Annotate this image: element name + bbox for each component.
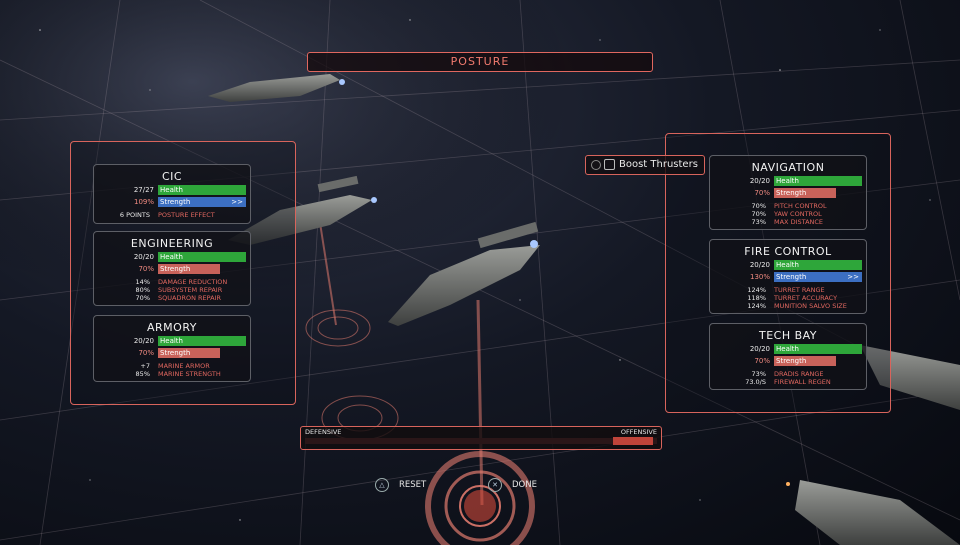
system-box-armory: ARMORY 20/20 Health 70% Strength +7 MARINE ARM… xyxy=(93,315,251,382)
done-button[interactable]: ✕ DONE xyxy=(488,478,558,492)
boost-arrows-icon: >> xyxy=(847,273,859,281)
health-bar: Health xyxy=(158,185,246,195)
slider-track[interactable] xyxy=(305,438,657,444)
effect-label: TURRET RANGE xyxy=(774,286,825,294)
system-title: NAVIGATION xyxy=(751,161,825,174)
health-label: Health xyxy=(160,253,183,261)
health-value: 20/20 xyxy=(749,261,770,269)
effect-value: 70% xyxy=(751,210,766,218)
effect-value: 85% xyxy=(135,370,150,378)
strength-value: 70% xyxy=(754,357,770,365)
strength-bar: Strength xyxy=(158,348,220,358)
slider-handle[interactable] xyxy=(613,437,653,445)
strength-value: 70% xyxy=(138,349,154,357)
effect-label: SUBSYSTEM REPAIR xyxy=(158,286,223,294)
strength-value: 70% xyxy=(138,265,154,273)
strength-label: Strength xyxy=(160,198,191,206)
posture-slider[interactable]: DEFENSIVE OFFENSIVE xyxy=(300,426,662,450)
strength-value: 109% xyxy=(133,198,154,206)
ship-front xyxy=(388,221,540,326)
effect-value: 73.0/S xyxy=(745,378,766,386)
slider-left-label: DEFENSIVE xyxy=(305,428,342,436)
system-box-engineering: ENGINEERING 20/20 Health 70% Strength 14% DAMA… xyxy=(93,231,251,306)
effect-label: MARINE STRENGTH xyxy=(158,370,221,378)
strength-bar: Strength xyxy=(774,356,836,366)
strength-value: 70% xyxy=(754,189,770,197)
strength-label: Strength xyxy=(776,189,807,197)
health-value: 27/27 xyxy=(133,186,154,194)
boost-thrusters-toggle[interactable]: Boost Thrusters xyxy=(585,155,705,175)
effect-label: SQUADRON REPAIR xyxy=(158,294,222,302)
effect-value: 70% xyxy=(135,294,150,302)
effect-value: 124% xyxy=(747,302,766,310)
strength-bar: Strength >> xyxy=(158,197,246,207)
checkbox[interactable] xyxy=(604,159,615,170)
system-box-cic: CIC 27/27 Health 109% Strength >> 6 POINTS POST… xyxy=(93,164,251,224)
system-box-navigation: NAVIGATION 20/20 Health 70% Strength 70% PITCH… xyxy=(709,155,867,230)
boost-arrows-icon: >> xyxy=(231,198,243,206)
effect-value: 118% xyxy=(747,294,766,302)
health-bar: Health xyxy=(774,260,862,270)
effect-value: 6 POINTS xyxy=(119,211,150,219)
health-label: Health xyxy=(160,186,183,194)
reset-button[interactable]: △ RESET xyxy=(375,478,445,492)
strength-bar: Strength >> xyxy=(774,272,862,282)
strength-label: Strength xyxy=(776,273,807,281)
effect-label: PITCH CONTROL xyxy=(774,202,827,210)
ship-top xyxy=(208,74,345,102)
effect-value: 73% xyxy=(751,218,766,226)
system-title: ENGINEERING xyxy=(130,237,214,250)
effect-label: DAMAGE REDUCTION xyxy=(158,278,228,286)
effect-value: 80% xyxy=(135,286,150,294)
triangle-button-icon: △ xyxy=(375,478,389,492)
system-box-tech-bay: TECH BAY 20/20 Health 70% Strength 73% DRADIS … xyxy=(709,323,867,390)
effect-label: POSTURE EFFECT xyxy=(158,211,215,219)
radio-icon xyxy=(591,160,601,170)
health-label: Health xyxy=(776,261,799,269)
done-label: DONE xyxy=(512,480,537,490)
effect-value: 14% xyxy=(135,278,150,286)
health-label: Health xyxy=(776,177,799,185)
effect-value: 124% xyxy=(747,286,766,294)
ship-edge-right xyxy=(786,345,960,545)
effect-label: MUNITION SALVO SIZE xyxy=(774,302,847,310)
strength-value: 130% xyxy=(749,273,770,281)
health-bar: Health xyxy=(158,252,246,262)
cross-button-icon: ✕ xyxy=(488,478,502,492)
system-title: ARMORY xyxy=(147,321,197,334)
system-title: TECH BAY xyxy=(758,329,818,342)
strength-label: Strength xyxy=(160,265,191,273)
health-value: 20/20 xyxy=(749,177,770,185)
boost-thrusters-label: Boost Thrusters xyxy=(619,159,698,170)
health-value: 20/20 xyxy=(133,337,154,345)
effect-value: 70% xyxy=(751,202,766,210)
system-title: FIRE CONTROL xyxy=(744,245,832,258)
health-value: 20/20 xyxy=(749,345,770,353)
system-box-fire-control: FIRE CONTROL 20/20 Health 130% Strength >> 124… xyxy=(709,239,867,314)
effect-value: +7 xyxy=(140,362,150,370)
effect-label: DRADIS RANGE xyxy=(774,370,824,378)
strength-bar: Strength xyxy=(158,264,220,274)
health-bar: Health xyxy=(158,336,246,346)
system-title: CIC xyxy=(161,170,183,183)
effect-label: TURRET ACCURACY xyxy=(774,294,838,302)
effect-label: MARINE ARMOR xyxy=(158,362,210,370)
reset-label: RESET xyxy=(399,480,427,490)
strength-label: Strength xyxy=(776,357,807,365)
effect-value: 73% xyxy=(751,370,766,378)
effect-label: MAX DISTANCE xyxy=(774,218,824,226)
health-label: Health xyxy=(776,345,799,353)
ship-middle xyxy=(228,175,377,245)
slider-right-label: OFFENSIVE xyxy=(620,428,657,436)
page-title: POSTURE xyxy=(307,52,653,72)
health-value: 20/20 xyxy=(133,253,154,261)
effect-label: FIREWALL REGEN xyxy=(774,378,831,386)
health-bar: Health xyxy=(774,176,862,186)
strength-bar: Strength xyxy=(774,188,836,198)
strength-label: Strength xyxy=(160,349,191,357)
health-bar: Health xyxy=(774,344,862,354)
effect-label: YAW CONTROL xyxy=(774,210,822,218)
health-label: Health xyxy=(160,337,183,345)
